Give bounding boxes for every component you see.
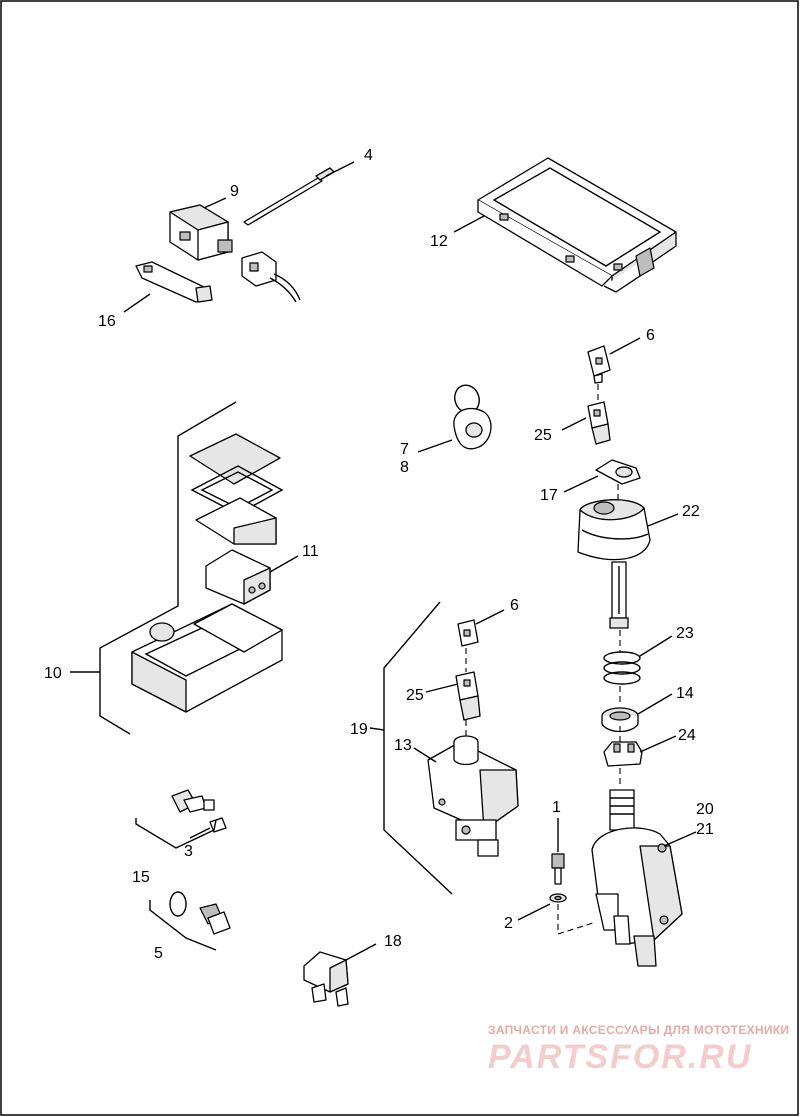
part-15-sensor [171, 789, 215, 813]
callout-labels: 4 9 12 16 6 7 8 25 17 22 11 6 23 10 25 1… [44, 147, 714, 962]
part-11-inner-module [205, 549, 271, 605]
part-25-key-lower [455, 671, 481, 721]
callout-12: 12 [430, 233, 448, 250]
callout-2: 2 [504, 915, 513, 932]
callout-8: 8 [400, 459, 409, 476]
callout-16: 16 [98, 313, 116, 330]
part-10-gaskets [189, 433, 284, 545]
part-9-connector [169, 204, 233, 261]
part-6-key-upper [587, 345, 611, 384]
part-22-switch-cover [577, 499, 651, 629]
callout-24: 24 [678, 727, 696, 744]
callout-22: 22 [682, 503, 700, 520]
callout-3: 3 [184, 843, 193, 860]
callout-25-lower: 25 [406, 687, 424, 704]
part-1-screw [551, 853, 565, 885]
part-6-key-lower [457, 619, 479, 647]
callout-20: 20 [696, 801, 714, 818]
part-12-module [477, 157, 677, 293]
part-10-storage-box [131, 603, 283, 713]
part-3-terminal [209, 817, 227, 833]
callout-10: 10 [44, 665, 62, 682]
callout-5: 5 [154, 945, 163, 962]
callout-9: 9 [230, 183, 239, 200]
callout-6-lower: 6 [510, 597, 519, 614]
assembly-bracket-19 [383, 601, 453, 895]
part-25-key-upper [587, 401, 611, 445]
callout-11: 11 [302, 543, 319, 560]
callout-21: 21 [696, 821, 714, 838]
callout-25-upper: 25 [534, 427, 552, 444]
callout-1: 1 [552, 799, 561, 816]
part-4-cable-tie [243, 167, 335, 226]
group-bracket-15 [135, 818, 217, 849]
callout-17: 17 [540, 487, 558, 504]
part-18-switch [303, 951, 349, 1007]
leader-lines [70, 161, 697, 961]
part-2-washer [549, 893, 567, 903]
part-13-lock-body [427, 735, 519, 857]
assembly-bracket-10 [99, 401, 237, 735]
callout-19: 19 [350, 721, 368, 738]
part-7-8-key-fob [453, 384, 492, 450]
watermark: ЗАПЧАСТИ И АКСЕССУАРЫ ДЛЯ МОТОТЕХНИКИ PA… [488, 1023, 789, 1076]
part-23-rings [603, 651, 641, 685]
axis-screw [557, 904, 597, 935]
part-24-cam [603, 741, 643, 767]
part-17-bracket [595, 459, 641, 485]
part-5-plug [169, 891, 231, 935]
part-wired-connector [241, 251, 301, 303]
callout-15: 15 [132, 869, 150, 886]
part-20-21-ignition-switch-housing [591, 789, 683, 967]
callout-23: 23 [676, 625, 694, 642]
callout-13: 13 [394, 737, 412, 754]
callout-7: 7 [400, 441, 409, 458]
group-bracket-5 [149, 900, 217, 951]
part-16-latch [135, 261, 213, 303]
callout-6-upper: 6 [646, 327, 655, 344]
callout-14: 14 [676, 685, 694, 702]
watermark-brand: PARTSFOR.RU [488, 1038, 752, 1076]
callout-18: 18 [384, 933, 402, 950]
callout-4: 4 [364, 147, 373, 164]
watermark-tagline: ЗАПЧАСТИ И АКСЕССУАРЫ ДЛЯ МОТОТЕХНИКИ [488, 1023, 789, 1037]
